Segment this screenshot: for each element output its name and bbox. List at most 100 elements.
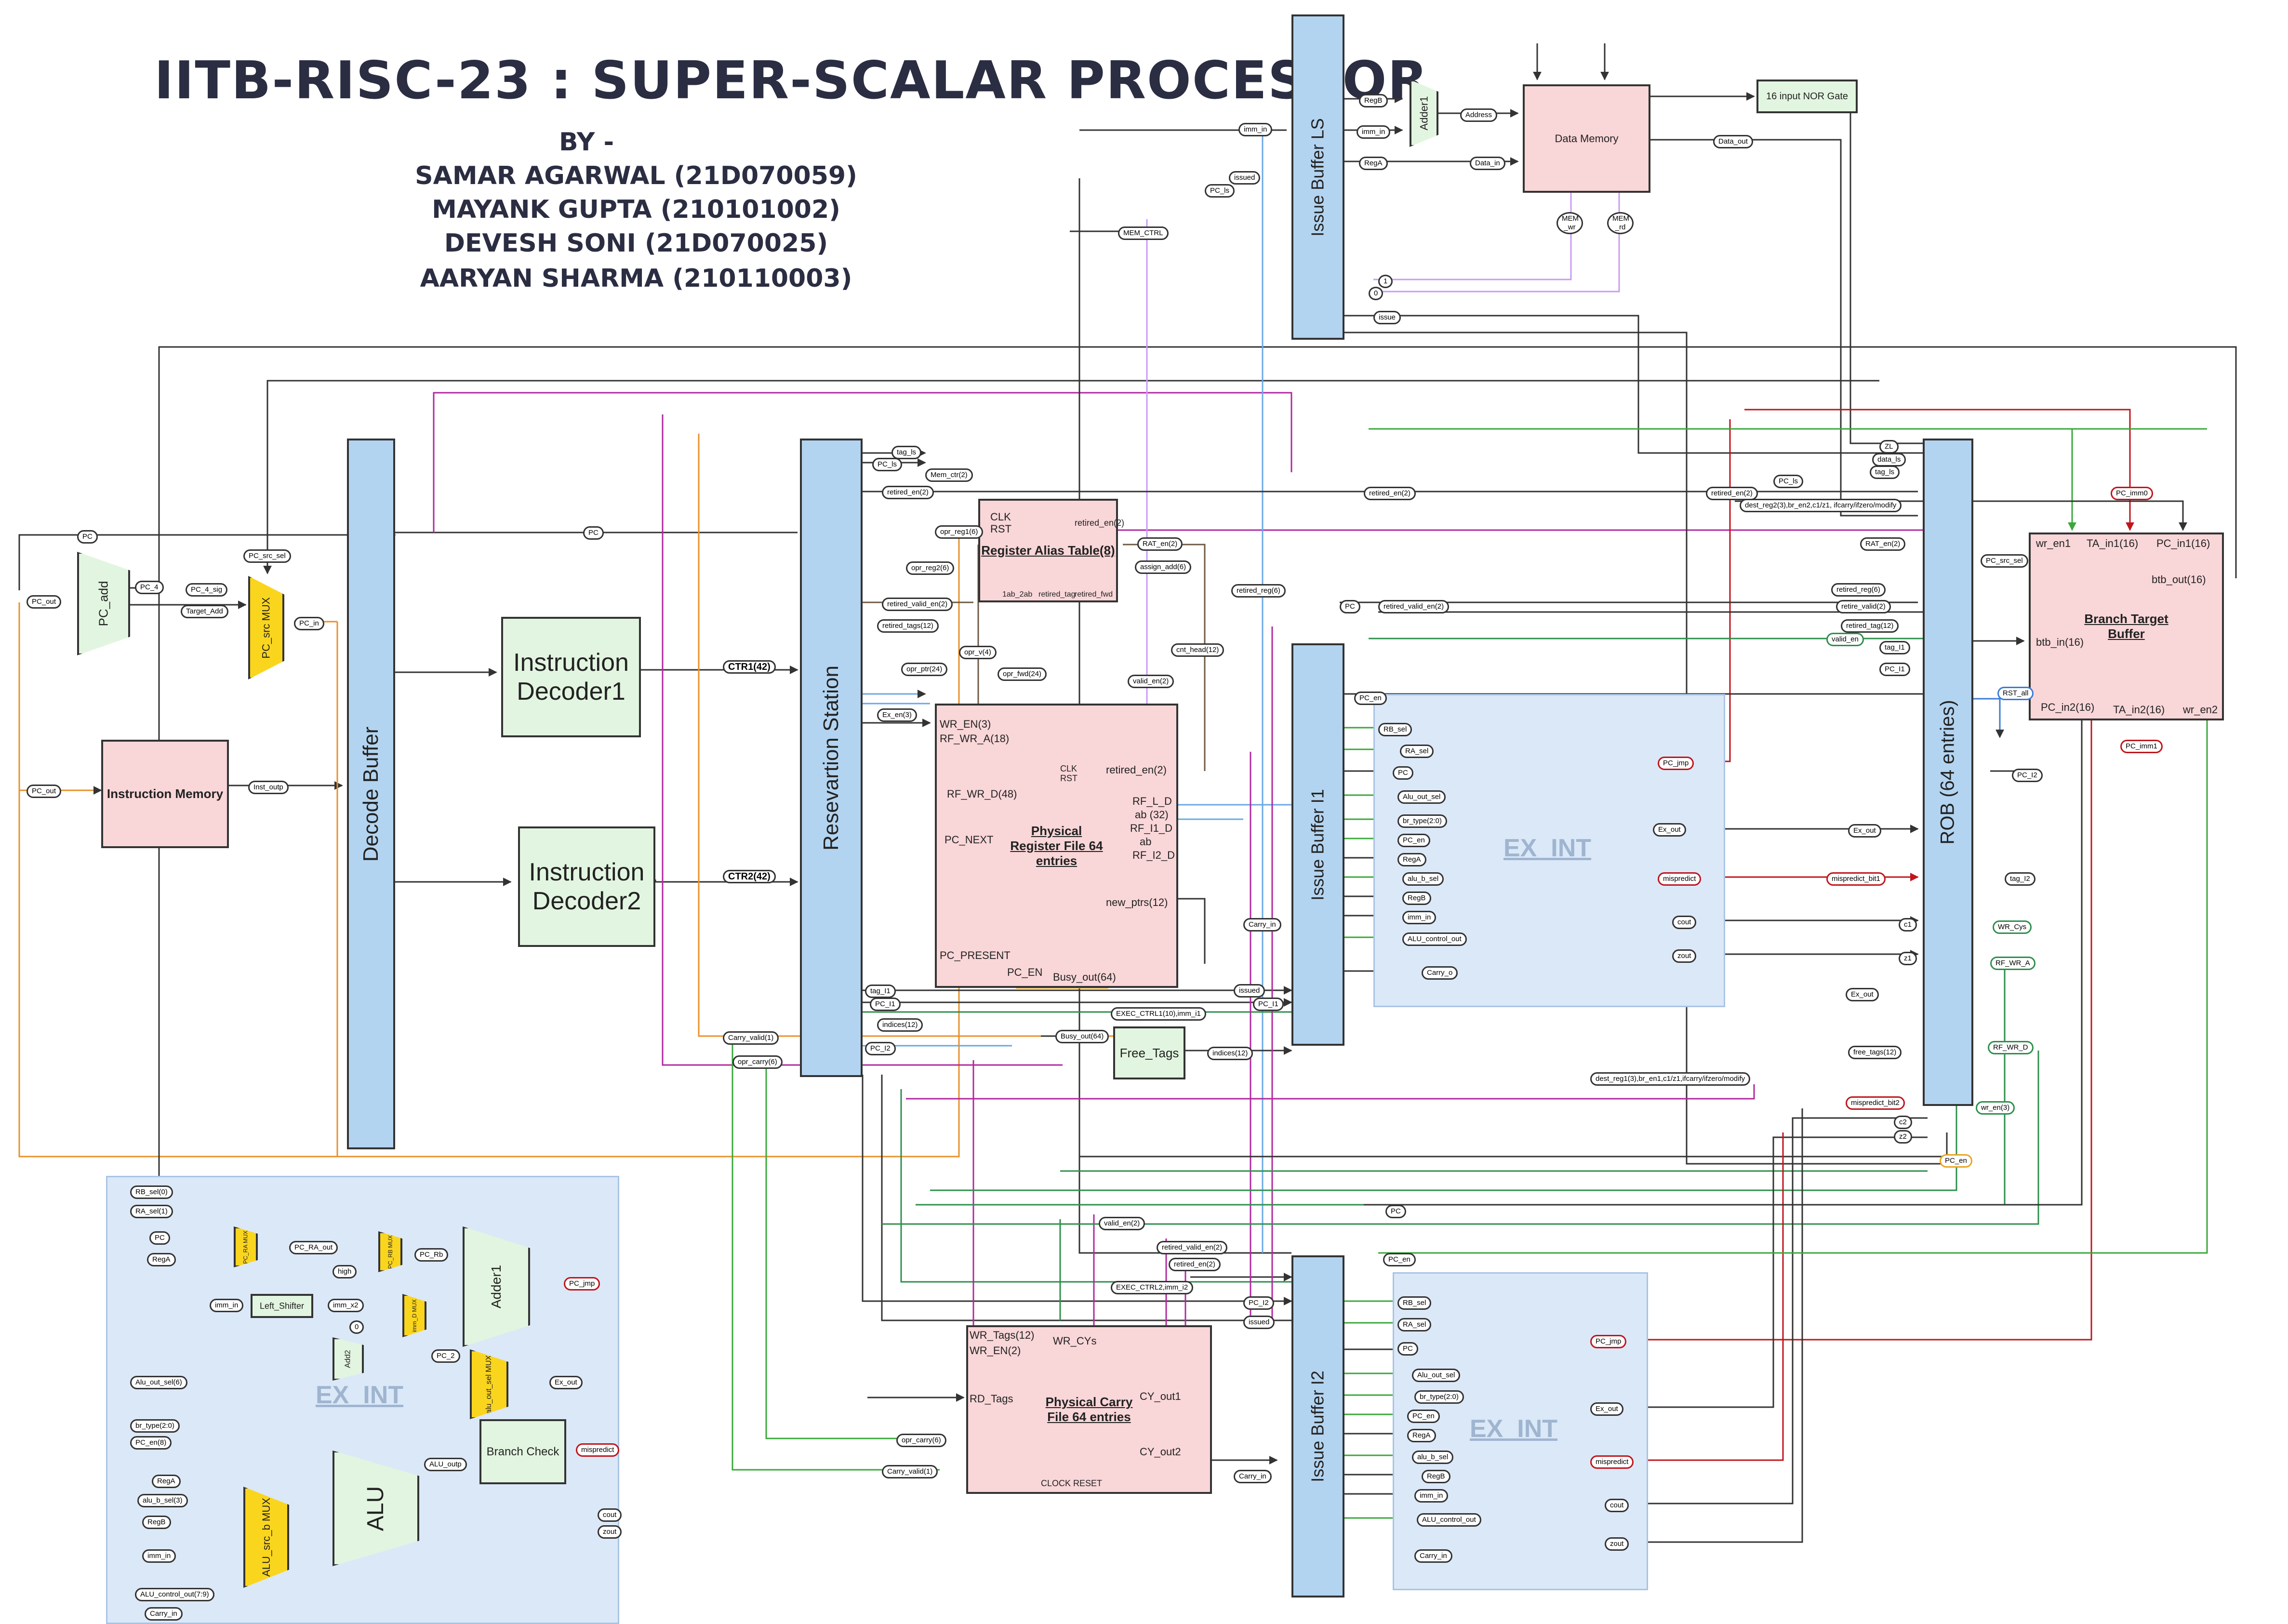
sig-target-add: Target_Add <box>181 605 228 618</box>
prf-rf-wr-d: RF_WR_D(48) <box>947 788 1017 800</box>
ex-int-label-2: EX_INT <box>1470 1415 1558 1443</box>
btb-ta-in2: TA_in2(16) <box>2113 704 2165 716</box>
sig-pc-i1: PC_I1 <box>870 998 901 1011</box>
sig-issued-ls: issued <box>1229 171 1261 185</box>
sig-retired-en-rs: retired_en(2) <box>882 486 934 499</box>
sig-cnt-head: cnt_head(12) <box>1171 643 1224 657</box>
sig-c1: c1 <box>1899 918 1917 932</box>
sig-pc-en-i1-top: PC_en <box>1354 692 1387 705</box>
sig-alu-b-sel3: alu_b_sel(3) <box>137 1494 188 1507</box>
sig-rb-sel0: RB_sel(0) <box>130 1185 173 1199</box>
sig-cout-detail: cout <box>598 1508 622 1522</box>
sig-opr-reg2: opr_reg2(6) <box>906 561 955 575</box>
sig-ex-out-rob2: Ex_out <box>1846 988 1879 1001</box>
rat-retired-tag: retired_tag <box>1038 590 1076 599</box>
sig-pc-out-a: PC_out <box>27 595 62 609</box>
sig-pc-en-i1: PC_en <box>1397 834 1430 847</box>
imm-d-mux: imm_D MUX <box>402 1294 426 1337</box>
sig-imm-in-ls: imm_in <box>1357 125 1391 139</box>
sig-valid-en-rob: valid_en <box>1826 633 1864 646</box>
sig-mispredict-bit1: mispredict_bit1 <box>1826 872 1886 886</box>
sig-high: high <box>333 1265 357 1278</box>
sig-carry-valid: Carry_valid(1) <box>723 1031 779 1045</box>
sig-z2: z2 <box>1894 1130 1912 1144</box>
sig-retired-tags: retired_tags(12) <box>877 619 939 633</box>
sig-valid-en-pcf: valid_en(2) <box>1099 1217 1145 1230</box>
sig-mem-ctr: Mem_ctr(2) <box>925 468 973 482</box>
prf-retired-en: retired_en(2) <box>1106 764 1167 776</box>
prf-rf-wr-a: RF_WR_A(18) <box>940 732 1010 745</box>
pc-rb-mux: PC_RB MUX <box>378 1231 402 1272</box>
sig-ra-sel1: RA_sel(1) <box>130 1205 173 1218</box>
sig-opr-v: opr_v(4) <box>959 646 997 659</box>
ex-int-label-detail: EX_INT <box>316 1381 404 1409</box>
sig-pc-decode: PC <box>583 526 604 540</box>
sig-pc-jmp-i2: PC_jmp <box>1590 1335 1627 1348</box>
sig-pc-ls-rs: PC_ls <box>872 458 903 471</box>
sig-carry-in-ex2: Carry_in <box>1414 1549 1452 1563</box>
reservation-station: Resevartion Station <box>800 439 863 1077</box>
sig-one: 1 <box>1378 275 1393 288</box>
prf-rf-i1-d: RF_I1_D <box>1130 822 1173 834</box>
sig-zero: 0 <box>1369 287 1383 300</box>
author-3: DEVESH SONI (21D070025) <box>444 229 828 258</box>
sig-issued-i2: issued <box>1243 1316 1275 1329</box>
sig-carry-o-i1: Carry_o <box>1422 966 1458 980</box>
prf-ab32: ab (32) <box>1135 809 1169 821</box>
sig-imm-in-alu: imm_in <box>142 1549 176 1563</box>
sig-pc-4: PC_4 <box>135 581 164 594</box>
sig-busy-out: Busy_out(64) <box>1055 1030 1109 1043</box>
sig-alu-outp: ALU_outp <box>424 1458 467 1471</box>
sig-rega-detail: RegA <box>147 1253 176 1266</box>
sig-opr-fwd: opr_fwd(24) <box>998 667 1047 681</box>
sig-pc-ex2: PC <box>1397 1342 1418 1356</box>
sig-ex-out-i1: Ex_out <box>1653 823 1686 837</box>
pcf-cy-out2: CY_out2 <box>1140 1446 1181 1458</box>
sig-retired-en-mid: retired_en(2) <box>1364 487 1416 500</box>
sig-rf-wr-a: RF_WR_A <box>1990 957 2035 970</box>
sig-zout-i1: zout <box>1672 949 1697 963</box>
rat-rst: RST <box>990 523 1011 535</box>
sig-ex-out-detail: Ex_out <box>549 1376 583 1389</box>
sig-zl: ZL <box>1879 440 1899 453</box>
prf-rf-i2-d: RF_I2_D <box>1132 849 1175 861</box>
sig-pc-src-sel: PC_src_sel <box>243 549 291 563</box>
page-title: IITB-RISC-23 : SUPER-SCALAR PROCESSOR <box>154 51 1429 111</box>
sig-issue: issue <box>1373 311 1401 324</box>
sig-imm-in: imm_in <box>1238 123 1273 136</box>
sig-alu-control-i1: ALU_control_out <box>1402 932 1467 946</box>
sig-pc-en-rob: PC_en <box>1940 1154 1972 1168</box>
sig-rega-i1: RegA <box>1397 853 1426 866</box>
instruction-decoder-1: Instruction Decoder1 <box>501 617 641 737</box>
sig-alu-control-i2: ALU_control_out <box>1417 1513 1481 1527</box>
sig-retired-valid-pcf: retired_valid_en(2) <box>1157 1241 1228 1254</box>
prf-clk: CLK <box>1060 764 1077 773</box>
sig-rf-wr-d: RF_WR_D <box>1988 1041 2034 1054</box>
sig-retired-valid-en: retired_valid_en(2) <box>882 598 953 611</box>
sig-c2: c2 <box>1894 1116 1912 1129</box>
rat-retired-fwd: retired_fwd <box>1075 590 1113 599</box>
sig-pc-i2-b: PC_I2 <box>1243 1296 1274 1310</box>
instruction-memory: Instruction Memory <box>101 740 229 848</box>
sig-pc-i1-rob: PC_I1 <box>1879 663 1910 676</box>
sig-ra-sel-i2: RA_sel <box>1397 1318 1432 1331</box>
physical-carry-file: Physical Carry File 64 entries <box>966 1325 1212 1494</box>
prf-rst: RST <box>1060 773 1077 783</box>
sig-alu-out-sel-i2: Alu_out_sel <box>1412 1369 1461 1382</box>
issue-buffer-ls: Issue Buffer LS <box>1291 14 1344 340</box>
sig-pc-jmp-detail: PC_jmp <box>564 1277 600 1291</box>
author-1: SAMAR AGARWAL (21D070059) <box>415 161 857 190</box>
sig-pc-imm1: PC_imm1 <box>2120 740 2163 753</box>
sig-pc-in: PC_in <box>294 617 324 630</box>
sig-rega-alu: RegA <box>152 1475 181 1488</box>
prf-pc-present: PC_PRESENT <box>940 949 1011 961</box>
sig-pc-out-b: PC_out <box>27 785 62 798</box>
pcf-wr-cys: WR_CYs <box>1053 1335 1097 1347</box>
prf-new-ptrs: new_ptrs(12) <box>1106 896 1168 908</box>
sig-z1: z1 <box>1899 952 1917 965</box>
sig-mispredict-detail: mispredict <box>576 1443 620 1457</box>
sig-pc-ex1: PC <box>1393 766 1413 780</box>
sig-ctr1: CTR1(42) <box>723 660 776 674</box>
sig-zout-i2: zout <box>1605 1537 1629 1551</box>
sig-pc-src-sel-rob: PC_src_sel <box>1981 554 2028 568</box>
